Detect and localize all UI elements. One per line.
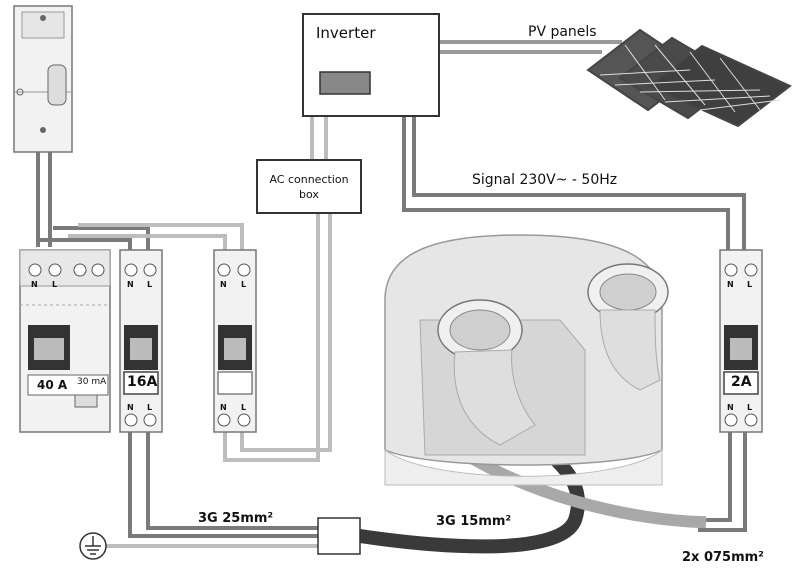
wire-rcd-pv-2 [78,223,244,254]
wire-signal-1 [402,116,730,252]
pv-panels-label: PV panels [528,24,597,40]
pv-panels [586,28,792,128]
breaker-2a-l-bottom: L [747,403,753,412]
wire-signal-2 [412,116,746,252]
wire-2a-out-1 [698,428,732,522]
breaker-16a-n-bottom: N [127,403,134,412]
junction-box [317,517,361,555]
water-heater [384,234,669,486]
wire-rcd-pv-1 [68,234,227,254]
ac-box-label: AC connection box [258,161,360,213]
breaker-pv [213,249,257,433]
breaker-16a-n-top: N [127,280,134,289]
ac-connection-box [256,159,362,214]
rcd-sensitivity-label: 30 mA [77,377,107,387]
rcd-rating-label: 40 A [37,378,68,392]
breaker-16a [119,249,163,433]
wire-16a-junction-2 [146,428,320,530]
breaker-pv-n-top: N [220,280,227,289]
breaker-2a-rating: 2A [731,374,752,390]
breaker-2a-n-bottom: N [727,403,734,412]
breaker-2a-n-top: N [727,280,734,289]
wire-rcd-16a-1 [36,238,132,254]
heater-cable-label: 3G 15mm² [436,514,512,529]
rcd-line-mark: L [52,280,58,289]
wire-pvbreaker-acbox-1 [223,210,320,462]
breaker-16a-rating: 16A [127,374,158,390]
wire-rcd-16a-2 [53,226,150,254]
breaker-2a [719,249,763,433]
wire-2a-out-2 [698,428,747,532]
breaker-16a-l-top: L [147,280,153,289]
breaker-pv-l-top: L [241,280,247,289]
energy-meter [13,5,73,153]
wire-pvbreaker-acbox-2 [240,210,332,452]
inverter-title: Inverter [316,24,376,42]
wire-16a-junction-1 [128,428,320,538]
rcd-breaker [19,249,111,433]
breaker-pv-l-bottom: L [241,403,247,412]
signal-cable-label: 2x 075mm² [682,550,764,565]
ac-box-label-text: AC connection box [269,173,349,201]
main-cable-label: 3G 25mm² [198,511,274,526]
breaker-pv-n-bottom: N [220,403,227,412]
signal-label: Signal 230V~ - 50Hz [472,172,618,188]
earth-icon [79,532,107,560]
breaker-16a-l-bottom: L [147,403,153,412]
breaker-2a-l-top: L [747,280,753,289]
rcd-neutral-mark: N [31,280,38,289]
inverter-box [302,13,440,117]
